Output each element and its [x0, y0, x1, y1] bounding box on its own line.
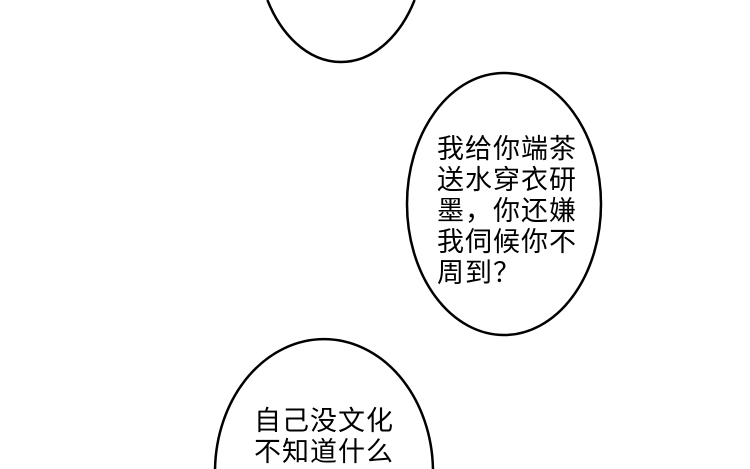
- speech-bubble-middle: [405, 71, 603, 337]
- dialogue-line: 周到？: [437, 258, 521, 289]
- speech-bubble-bottom: [213, 337, 435, 469]
- dialogue-line: 墨，你还嫌: [437, 196, 577, 227]
- dialogue-line: 自己没文化: [254, 406, 394, 437]
- dialogue-line: 我伺候你不: [437, 227, 577, 258]
- dialogue-line: 我给你端茶: [437, 134, 577, 165]
- dialogue-line: 送水穿衣研: [437, 165, 577, 196]
- speech-bubble-top: [266, 0, 416, 64]
- dialogue-line: 不知道什么: [254, 437, 394, 468]
